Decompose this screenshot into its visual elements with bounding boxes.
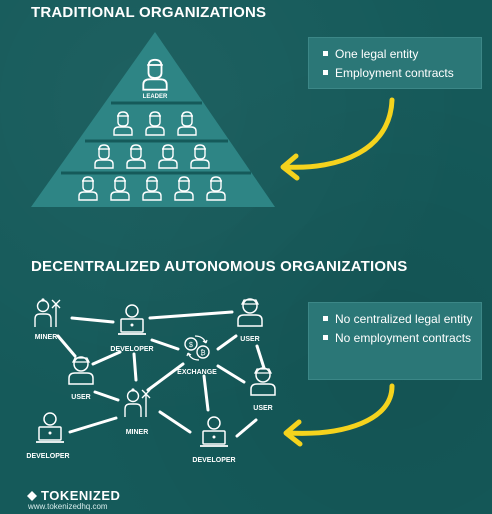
node-user-right: USER [250,367,276,412]
node-label: USER [71,394,90,401]
miner-icon [124,387,151,418]
node-miner-mid: MINER [124,387,151,436]
node-exchange: EXCHANGE [177,335,217,376]
pyramid-shape [31,32,275,207]
hierarchy-pyramid: LEADER [31,32,275,207]
node-developer-top: DEVELOPER [110,304,154,353]
traditional-note-contracts: Employment contracts [321,65,473,81]
brand-mark-icon [27,490,37,501]
developer-icon [117,304,147,335]
node-label: MINER [126,429,149,436]
node-label: EXCHANGE [177,369,217,376]
dao-title: DECENTRALIZED AUTONOMOUS ORGANIZATIONS [31,258,408,275]
traditional-note-legal-entity: One legal entity [321,46,473,62]
miner-icon [34,297,61,328]
node-user-mid: USER [68,356,94,401]
user-icon [250,367,276,396]
traditional-organizations-title: TRADITIONAL ORGANIZATIONS [31,4,267,21]
node-label: DEVELOPER [192,457,235,464]
arrow-to-pyramid [282,97,395,170]
node-label: USER [240,336,259,343]
node-developer-bottom-left: DEVELOPER [26,412,70,460]
leader-label: LEADER [143,94,168,100]
network-connections [56,310,266,438]
arrow-to-network [285,383,395,436]
node-user-top: USER [237,298,263,343]
node-developer-bottom: DEVELOPER [192,416,236,464]
node-label: MINER [35,334,58,341]
node-label: DEVELOPER [26,453,69,460]
brand-name: TOKENIZED [41,488,121,503]
brand-url: www.tokenizedhq.com [28,502,108,511]
dao-note-no-legal-entity: No centralized legal entity [321,311,473,327]
dao-notes-box: No centralized legal entity No employmen… [308,302,482,380]
dao-note-no-contracts: No employment contracts [321,330,473,346]
developer-icon [199,416,229,447]
traditional-notes-box: One legal entity Employment contracts [308,37,482,89]
node-label: USER [253,405,272,412]
brand-logo: TOKENIZED [27,488,120,503]
exchange-icon [184,335,210,361]
node-label: DEVELOPER [110,346,153,353]
user-icon [237,298,263,327]
user-icon [68,356,94,385]
arrow-head [280,153,300,181]
arrow-head [283,419,303,447]
node-miner-top: MINER [34,297,61,341]
developer-icon [35,412,65,443]
